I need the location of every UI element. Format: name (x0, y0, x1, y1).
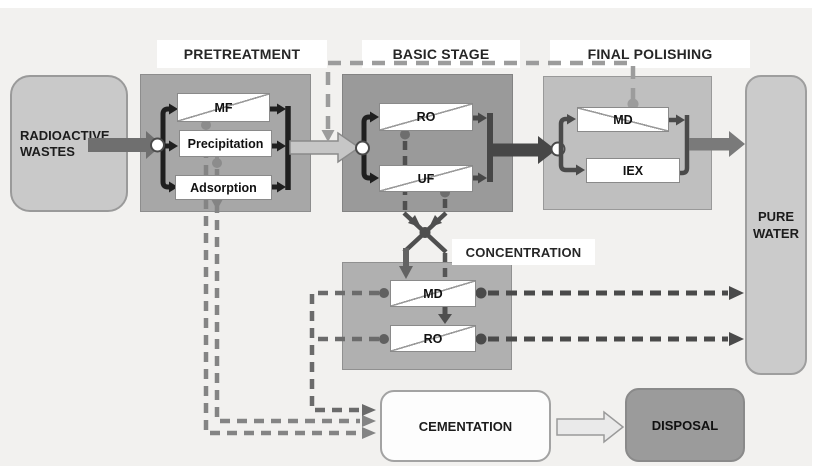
md-final-label: MD (613, 112, 633, 127)
md-concentration-label: MD (423, 286, 443, 301)
process-box-mf: MF (177, 93, 270, 122)
node-disposal: DISPOSAL (625, 388, 745, 462)
process-box-iex: IEX (586, 158, 680, 183)
mf-label: MF (214, 100, 233, 115)
adsorption-label: Adsorption (190, 180, 257, 195)
process-box-ro: RO (379, 103, 473, 131)
process-box-md-concentration: MD (390, 280, 476, 307)
pretreatment-title: PRETREATMENT (183, 46, 301, 62)
node-cementation: CEMENTATION (380, 390, 551, 462)
precipitation-label: Precipitation (187, 136, 264, 151)
node-pure-water: PURE WATER (745, 75, 807, 375)
process-box-ro-concentration: RO (390, 325, 476, 352)
ro-concentration-label: RO (423, 331, 443, 346)
disposal-label: DISPOSAL (651, 417, 719, 433)
process-box-uf: UF (379, 165, 473, 192)
basic-stage-title: BASIC STAGE (392, 46, 490, 62)
stage-label-final-polishing: FINAL POLISHING (550, 40, 750, 68)
stage-label-pretreatment: PRETREATMENT (157, 40, 327, 68)
stage-label-basic-stage: BASIC STAGE (362, 40, 520, 68)
process-box-adsorption: Adsorption (175, 175, 272, 200)
stage-label-concentration: CONCENTRATION (452, 239, 595, 265)
concentration-title: CONCENTRATION (465, 244, 582, 260)
ro-label: RO (416, 110, 436, 124)
iex-label: IEX (622, 163, 644, 178)
radioactive-wastes-label: RADIOACTIVE WASTES (20, 127, 110, 159)
process-box-md-final: MD (577, 107, 669, 132)
node-radioactive-wastes: RADIOACTIVE WASTES (10, 75, 128, 212)
pure-water-label: PURE WATER (753, 209, 799, 241)
stage-container-final-polishing (543, 76, 712, 210)
process-box-precipitation: Precipitation (179, 130, 272, 157)
final-polishing-title: FINAL POLISHING (587, 46, 713, 62)
uf-label: UF (417, 171, 435, 186)
stage-container-concentration (342, 262, 512, 370)
cementation-label: CEMENTATION (418, 418, 513, 434)
